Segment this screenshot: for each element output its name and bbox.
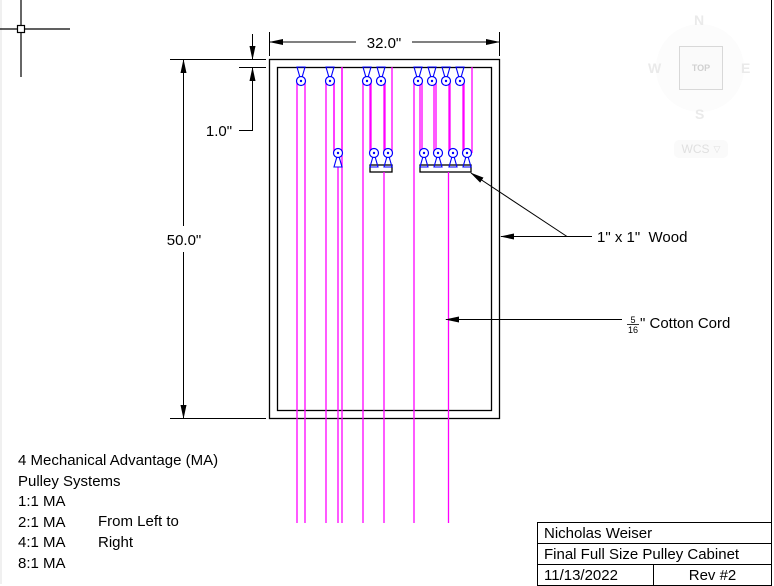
viewport-left-edge [0,0,2,584]
cord-callout-label: " Cotton Cord [640,315,730,332]
wood-callout-leader [470,172,592,240]
system-4-1-fixed-pulley-axle [365,79,369,83]
system-4-1-fixed-pulley-mount [376,66,386,84]
wcs-dropdown[interactable]: WCS ▽ [674,140,728,158]
compass-north[interactable]: N [694,12,705,28]
system-8-1-fixed-pulley-axle [458,79,462,83]
system-4-1-fixed-pulley-axle [379,79,383,83]
system-8-1-fixed-pulley-axle [416,79,420,83]
system-8-1-fixed-pulley-mount [413,66,423,84]
system-1-1-fixed-pulley-axle [299,79,303,83]
title-block-author: Nicholas Weiser [538,523,771,544]
system-8-1-moving-pulley-mount [419,150,429,168]
wood-callout-label: 1" x 1" Wood [597,229,687,246]
title-block-date: 11/13/2022 [538,565,654,585]
wcs-label: WCS [681,142,710,156]
system-8-1-moving-pulley-mount [462,150,472,168]
viewport-right-border [771,0,772,584]
title-block-title: Final Full Size Pulley Cabinet [538,544,771,565]
system-2-1-moving-pulley-axle [336,151,340,155]
width-dimension [269,32,500,56]
notes-item: 1:1 MA [18,493,66,510]
viewcube[interactable]: N W E S TOP WCS ▽ [648,10,758,160]
notes-order-line1: From Left to [98,513,179,530]
system-8-1-block [419,164,472,173]
notes-heading-line1: 4 Mechanical Advantage (MA) [18,452,219,469]
compass-south[interactable]: S [695,106,705,122]
system-8-1-fixed-pulley-mount [441,66,451,84]
compass-east[interactable]: E [741,60,751,76]
system-4-1-moving-pulley-axle [386,151,390,155]
system-8-1-moving-pulley-mount [433,150,443,168]
width-dimension-label: 32.0" [367,35,402,52]
crosshair-cursor-icon [0,0,70,77]
notes-order-line2: Right [98,534,134,551]
system-8-1-moving-pulley-axle [422,151,426,155]
compass-west[interactable]: W [648,60,662,76]
system-2-1-fixed-pulley-axle [328,79,332,83]
system-4-1-moving-pulley-mount [383,150,393,168]
system-2-1-fixed-pulley-mount [325,66,335,84]
system-4-1-block [369,164,393,173]
chevron-down-icon: ▽ [713,143,721,154]
title-block-revision: Rev #2 [688,566,737,584]
system-8-1-moving-pulley-axle [436,151,440,155]
offset-dimension-label: 1.0" [206,123,232,140]
notes-heading-line2: Pulley Systems [18,472,121,490]
notes-item: 2:1 MA [18,513,66,531]
title-block: Nicholas Weiser Final Full Size Pulley C… [537,522,772,586]
system-8-1-moving-pulley-axle [465,151,469,155]
system-8-1-fixed-pulley-mount [427,66,437,84]
height-dimension-label: 50.0" [167,232,202,249]
viewcube-top-face[interactable]: TOP [679,46,723,90]
cord-fraction-numerator: 5 [630,315,635,325]
cord-fraction-denominator: 16 [628,325,638,335]
notes-block: 4 Mechanical Advantage (MA) Pulley Syste… [18,451,218,574]
system-8-1-moving-pulley-mount [448,150,458,168]
system-8-1-fixed-pulley-mount [455,66,465,84]
system-1-1-fixed-pulley-mount [296,66,306,84]
title-block-date-rev-row: 11/13/2022 Rev #2 [538,565,771,586]
system-8-1-fixed-pulley-axle [430,79,434,83]
system-8-1-fixed-pulley-axle [444,79,448,83]
notes-order: From Left to Right [98,511,179,553]
system-8-1-moving-pulley-axle [451,151,455,155]
offset-dimension [239,34,266,131]
pulley-systems [295,66,473,523]
system-2-1-moving-pulley-mount [333,150,343,168]
system-4-1-moving-pulley-axle [372,151,376,155]
system-4-1-moving-pulley-mount [369,150,379,168]
system-4-1-fixed-pulley-mount [362,66,372,84]
notes-item: 8:1 MA [18,554,66,572]
notes-item: 4:1 MA [18,534,66,551]
